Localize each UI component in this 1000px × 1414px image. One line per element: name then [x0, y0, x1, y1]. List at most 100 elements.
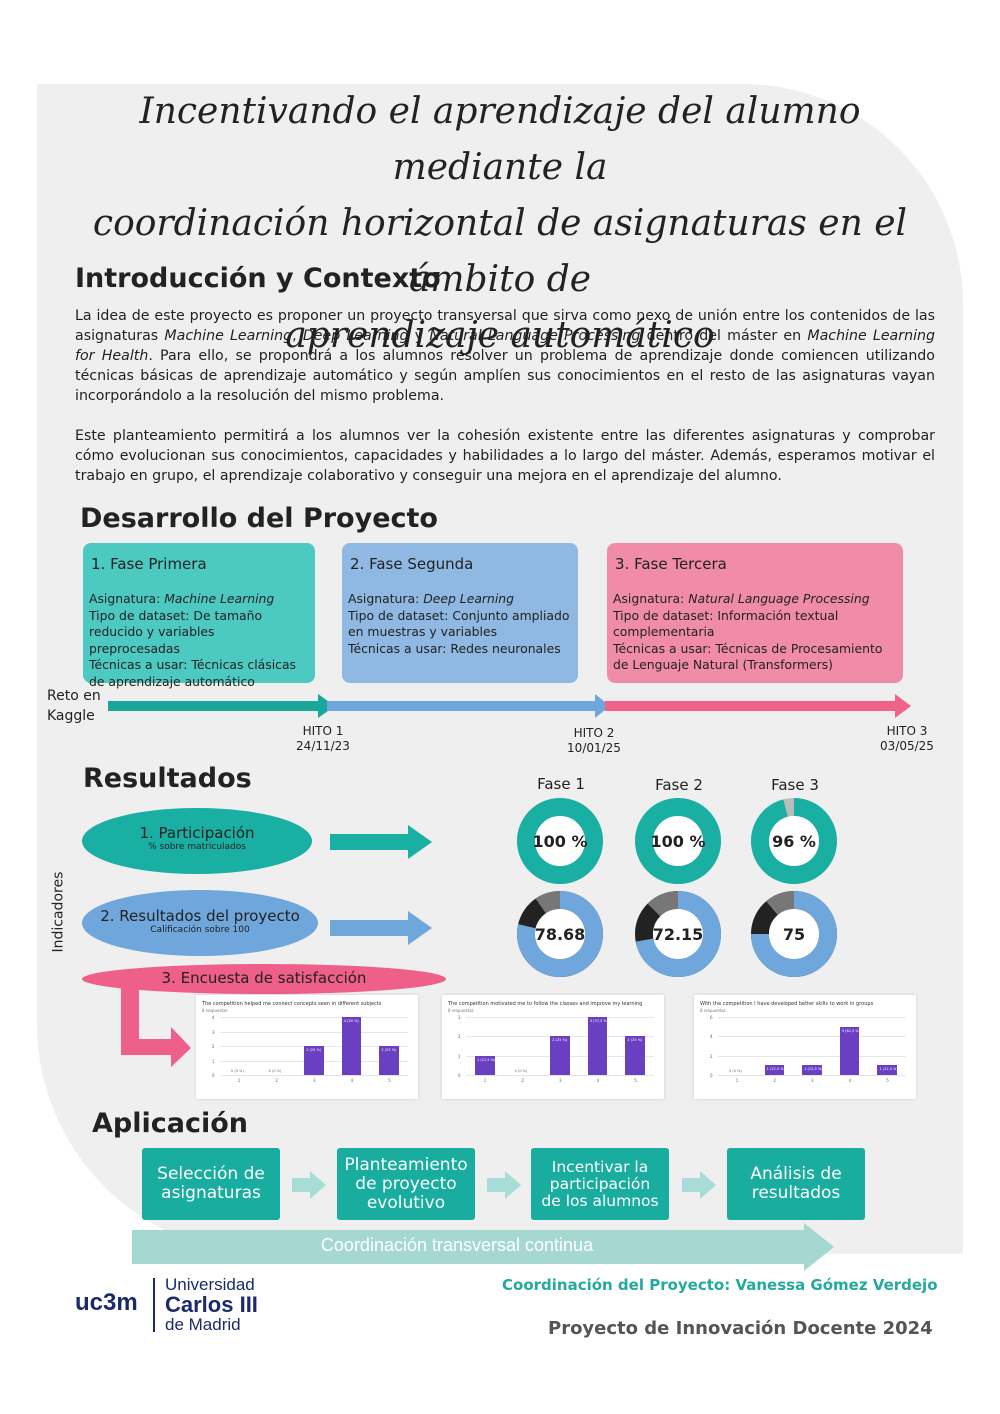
project-name: Proyecto de Innovación Docente 2024	[548, 1318, 933, 1339]
hito-1: HITO 1 24/11/23	[283, 724, 363, 754]
survey-x-tick: 2	[275, 1078, 278, 1083]
survey-bar	[379, 1046, 399, 1075]
arrow-resultados	[330, 911, 432, 945]
phase-card-1: 1. Fase Primera Asignatura: Machine Lear…	[83, 543, 315, 689]
intro-text: La idea de este proyecto es proponer un …	[75, 308, 935, 344]
survey-x-tick: 5	[388, 1078, 391, 1083]
logo-line: de Madrid	[165, 1315, 241, 1334]
donut-value-label: 100 %	[533, 832, 588, 851]
intro-subject: Deep Learning	[302, 328, 409, 344]
survey-bar-label: 3 (37,5 %)	[589, 1019, 609, 1023]
phase-techniques: Técnicas a usar: Técnicas clásicas de ap…	[89, 657, 297, 689]
phase-subject-label: Asignatura:	[348, 591, 424, 606]
phase-dataset: Tipo de dataset: De tamaño reducido y va…	[89, 607, 263, 656]
survey-x-tick: 3	[313, 1078, 316, 1083]
intro-subject: Machine Learning	[164, 328, 293, 344]
intro-text: dentro del máster en	[640, 328, 808, 344]
survey-gridline	[466, 1075, 654, 1076]
donut-hole	[653, 909, 703, 959]
step-line: Incentivar la	[551, 1157, 649, 1176]
survey-bar-label: 0 (0 %)	[231, 1069, 244, 1073]
intro-text: ,	[292, 328, 303, 344]
phase-title: 1. Fase Primera	[91, 555, 207, 573]
step-arrow-1	[292, 1171, 326, 1199]
survey-bar-label: 1 (12,5 %)	[766, 1067, 785, 1072]
donut-calificacion-1: 78.68	[517, 891, 603, 977]
hito-name: HITO 2	[573, 726, 615, 740]
phase-card-3: 3. Fase Tercera Asignatura: Natural Lang…	[607, 543, 903, 683]
indicator-encuesta: 3. Encuesta de satisfacción	[82, 964, 446, 994]
phase-subject-name: Natural Language Processing	[688, 591, 870, 606]
survey-x-tick: 1	[483, 1078, 487, 1083]
donut-value-slice	[635, 798, 721, 884]
phase-subject-label: Asignatura:	[613, 591, 689, 606]
survey-y-tick: 1	[458, 1053, 461, 1059]
donut-secondary-slice	[647, 891, 679, 917]
survey-y-tick: 3	[458, 1015, 461, 1020]
survey-chart-3: With the competition I have developed be…	[694, 995, 916, 1099]
donut-value-slice	[517, 798, 603, 884]
step-line: Selección de	[157, 1164, 265, 1184]
hito-3: HITO 3 03/05/25	[867, 724, 947, 754]
survey-x-tick: 1	[237, 1078, 241, 1083]
hito-name: HITO 3	[886, 724, 928, 738]
donut-participacion-3: 96 %	[751, 798, 837, 884]
intro-text: y	[408, 328, 430, 344]
donut-calificacion-2: 72.15	[635, 891, 721, 977]
donut-hole	[769, 909, 819, 959]
project-coordinator: Coordinación del Proyecto: Vanessa Gómez…	[502, 1276, 938, 1294]
step-arrow-3	[682, 1171, 716, 1199]
survey-bar-label: 1 (12,5 %)	[804, 1067, 823, 1072]
donut-hole	[535, 909, 585, 959]
survey-bar	[341, 1017, 362, 1075]
phase-subject: Asignatura: Deep Learning	[348, 591, 572, 608]
survey-bar-label: 2 (25 %)	[552, 1038, 568, 1043]
survey-responses: 8 respuestas	[448, 1008, 474, 1013]
survey-bar	[764, 1065, 785, 1075]
donut-hole	[535, 816, 585, 866]
survey-y-tick: 4	[710, 1034, 713, 1040]
title-line-3: aprendizaje automático	[285, 315, 715, 356]
survey-x-tick: 4	[350, 1078, 354, 1083]
survey-chart-2: The competition motivated me to follow t…	[442, 995, 664, 1099]
survey-bar-label: 2 (25 %)	[627, 1038, 643, 1043]
survey-bar-label: 0 (0 %)	[514, 1069, 528, 1073]
intro-paragraph-2: Este planteamiento permitirá a los alumn…	[75, 428, 935, 484]
indicator-title: 2. Resultados del proyecto	[100, 907, 300, 925]
step-line: de los alumnos	[541, 1191, 659, 1210]
timeline-label-line: Kaggle	[47, 708, 95, 724]
survey-bar-label: 2 (25 %)	[381, 1048, 397, 1052]
timeline-label-line: Reto en	[47, 688, 101, 704]
survey-gridline	[718, 1036, 906, 1038]
survey-y-tick: 0	[710, 1073, 713, 1078]
desarrollo-heading: Desarrollo del Proyecto	[80, 503, 438, 534]
hito-date: 24/11/23	[296, 739, 350, 753]
phase-subject: Asignatura: Natural Language Processing	[613, 591, 897, 608]
donut-value-slice	[517, 891, 603, 977]
survey-y-tick: 2	[458, 1034, 461, 1040]
encuesta-arrow	[121, 985, 191, 1067]
phase-dataset: Tipo de dataset: Conjunto ampliado en mu…	[348, 607, 570, 640]
step-line: participación	[549, 1174, 651, 1193]
phase-title: 3. Fase Tercera	[615, 555, 727, 573]
indicadores-label: Indicadores	[50, 871, 67, 953]
survey-responses: 8 respuestas	[202, 1008, 228, 1013]
indicator-subtitle: Calificación sobre 100	[150, 925, 250, 935]
phase-subject-name: Deep Learning	[423, 591, 515, 606]
survey-x-tick: 2	[773, 1078, 776, 1083]
survey-y-tick: 4	[212, 1015, 215, 1020]
phase-subject: Asignatura: Machine Learning	[89, 591, 309, 608]
fase-label-1: Fase 1	[537, 775, 585, 793]
timeline-label: Reto en Kaggle	[47, 686, 101, 726]
logo-line: Carlos III	[165, 1292, 258, 1317]
survey-bar	[550, 1036, 570, 1075]
donut-secondary-slice	[766, 891, 795, 916]
survey-y-tick: 6	[710, 1015, 713, 1020]
aplicacion-heading: Aplicación	[92, 1108, 248, 1139]
survey-question: The competition motivated me to follow t…	[448, 1001, 643, 1007]
hito-2: HITO 2 10/01/25	[554, 726, 634, 756]
timeline-arrowhead-1	[318, 694, 335, 718]
hito-name: HITO 1	[302, 724, 344, 738]
